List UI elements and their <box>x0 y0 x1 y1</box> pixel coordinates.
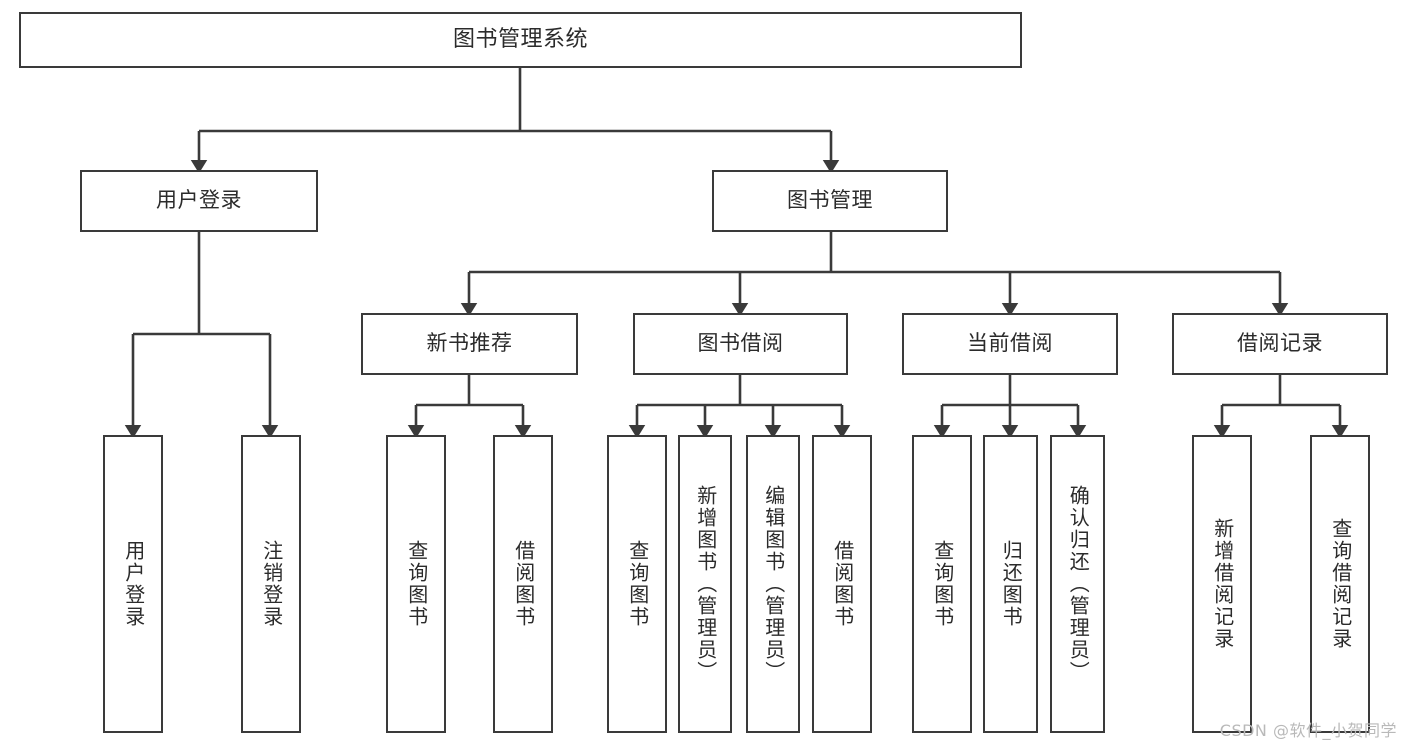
node-label: 图书借阅 <box>697 331 784 356</box>
node-label: 新增图书（管理员） <box>693 485 718 683</box>
leaf-current-borrow-confirm-return-admin[interactable]: 确认归还（管理员） <box>1050 435 1105 733</box>
node-new-book-recommend[interactable]: 新书推荐 <box>361 313 578 375</box>
node-label: 用户登录 <box>121 540 146 628</box>
node-label: 借阅图书 <box>830 540 855 628</box>
leaf-borrow-record-add-record[interactable]: 新增借阅记录 <box>1192 435 1252 733</box>
node-label: 注销登录 <box>259 540 284 628</box>
node-label: 新书推荐 <box>426 331 513 356</box>
leaf-current-borrow-query-book[interactable]: 查询图书 <box>912 435 972 733</box>
leaf-user-login-signout[interactable]: 注销登录 <box>241 435 301 733</box>
node-book-management[interactable]: 图书管理 <box>712 170 948 232</box>
leaf-book-borrow-add-book-admin[interactable]: 新增图书（管理员） <box>678 435 732 733</box>
leaf-new-book-query-book[interactable]: 查询图书 <box>386 435 446 733</box>
node-label: 查询图书 <box>930 540 955 628</box>
node-label: 新增借阅记录 <box>1210 518 1235 650</box>
node-label: 当前借阅 <box>967 331 1053 356</box>
node-label: 编辑图书（管理员） <box>761 485 786 683</box>
node-book-borrow[interactable]: 图书借阅 <box>633 313 848 375</box>
node-label: 查询借阅记录 <box>1328 518 1353 650</box>
node-label: 图书管理 <box>787 188 873 213</box>
leaf-book-borrow-borrow-book[interactable]: 借阅图书 <box>812 435 872 733</box>
node-root-book-management-system[interactable]: 图书管理系统 <box>19 12 1022 68</box>
csdn-watermark: CSDN @软件_小贺同学 <box>1219 721 1397 740</box>
leaf-book-borrow-edit-book-admin[interactable]: 编辑图书（管理员） <box>746 435 800 733</box>
node-label: 借阅记录 <box>1237 331 1323 356</box>
leaf-current-borrow-return-book[interactable]: 归还图书 <box>983 435 1038 733</box>
node-label: 图书管理系统 <box>452 26 588 52</box>
node-label: 借阅图书 <box>511 540 536 628</box>
node-borrow-record[interactable]: 借阅记录 <box>1172 313 1388 375</box>
node-label: 归还图书 <box>999 540 1024 628</box>
leaf-user-login-signin[interactable]: 用户登录 <box>103 435 163 733</box>
node-label: 用户登录 <box>156 188 242 213</box>
node-label: 查询图书 <box>625 540 650 628</box>
node-label: 确认归还（管理员） <box>1066 485 1091 683</box>
leaf-borrow-record-query-record[interactable]: 查询借阅记录 <box>1310 435 1370 733</box>
leaf-book-borrow-query-book[interactable]: 查询图书 <box>607 435 667 733</box>
node-user-login[interactable]: 用户登录 <box>80 170 318 232</box>
leaf-new-book-borrow-book[interactable]: 借阅图书 <box>493 435 553 733</box>
node-label: 查询图书 <box>404 540 429 628</box>
node-current-borrow[interactable]: 当前借阅 <box>902 313 1118 375</box>
